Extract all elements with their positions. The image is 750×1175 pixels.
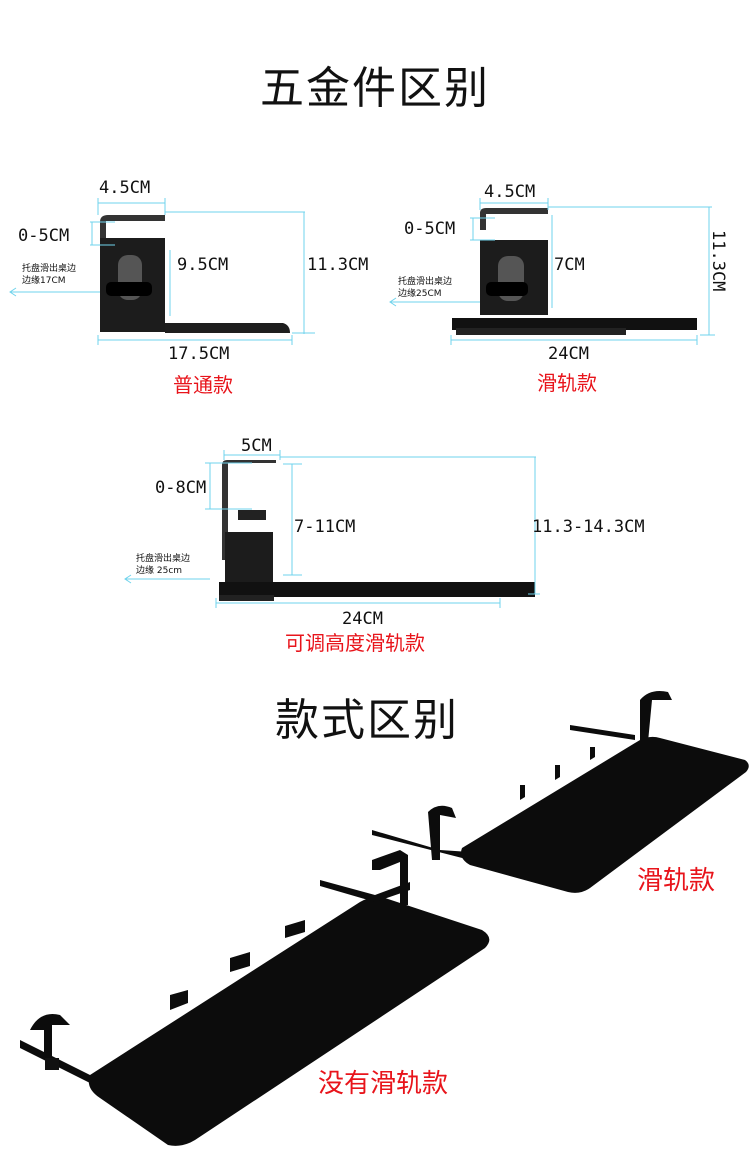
slide-style-label: 滑轨款 (637, 866, 716, 896)
standard-bracket-drawing (100, 215, 290, 333)
slide-width-label: 4.5CM (484, 182, 536, 202)
adjustable-inner-height-label: 7-11CM (294, 517, 356, 537)
standard-length-label: 17.5CM (168, 344, 230, 364)
no-slide-style-label: 没有滑轨款 (318, 1069, 449, 1099)
adjustable-dimension-lines (124, 450, 540, 608)
slide-length-label: 24CM (548, 344, 589, 364)
slide-overhang-note: 托盘滑出桌边边缘25CM (398, 276, 452, 300)
note-line: 边缘25CM (398, 289, 442, 299)
standard-gap-label: 0-5CM (18, 226, 70, 246)
adjustable-bracket-drawing (219, 460, 535, 601)
standard-total-height-label: 11.3CM (307, 255, 369, 275)
standard-width-label: 4.5CM (99, 178, 151, 198)
slide-inner-height-label: 7CM (554, 255, 585, 275)
note-line: 边缘17CM (22, 276, 66, 286)
standard-overhang-note: 托盘滑出桌边边缘17CM (22, 263, 76, 287)
slide-total-height-label: 11.3CM (708, 230, 728, 292)
style-comparison-title: 款式区别 (275, 695, 459, 746)
note-line: 托盘滑出桌边 (398, 277, 453, 287)
adjustable-overhang-note: 托盘滑出桌边边缘 25cm (136, 553, 190, 577)
adjustable-model-label: 可调高度滑轨款 (285, 631, 425, 655)
standard-inner-height-label: 9.5CM (177, 255, 229, 275)
slide-dimension-lines (389, 198, 715, 345)
adjustable-total-height-label: 11.3-14.3CM (532, 517, 645, 537)
slide-bracket-drawing (452, 208, 697, 335)
note-line: 边缘 25cm (136, 566, 183, 576)
slide-tray-photo (372, 691, 749, 893)
slide-gap-label: 0-5CM (404, 219, 456, 239)
standard-model-label: 普通款 (173, 373, 233, 397)
no-slide-tray-photo (20, 850, 490, 1146)
hardware-comparison-title: 五金件区别 (260, 63, 490, 114)
adjustable-gap-label: 0-8CM (155, 478, 207, 498)
adjustable-length-label: 24CM (342, 609, 383, 629)
standard-dimension-lines (9, 198, 315, 345)
slide-model-label: 滑轨款 (537, 371, 597, 395)
adjustable-width-label: 5CM (241, 436, 272, 456)
note-line: 托盘滑出桌边 (22, 264, 77, 274)
note-line: 托盘滑出桌边 (136, 554, 191, 564)
